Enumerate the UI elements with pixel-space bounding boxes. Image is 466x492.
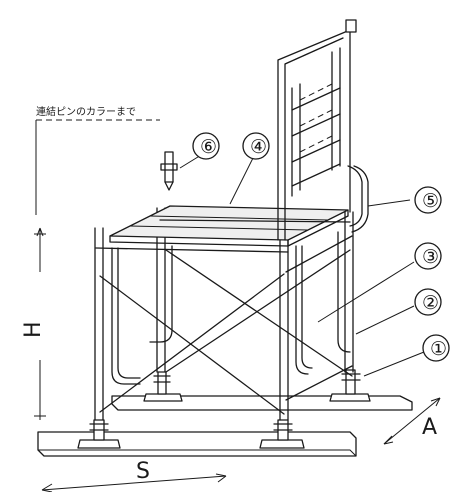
callout-6: ⑥ [192, 132, 220, 160]
svg-text:⑥: ⑥ [200, 136, 217, 158]
jack-back-left [143, 371, 183, 402]
svg-text:⑤: ⑤ [422, 190, 439, 212]
leader-lines [179, 151, 425, 377]
span-label: S [136, 459, 150, 484]
dimension-height: H [21, 227, 46, 420]
svg-text:①: ① [430, 338, 447, 360]
callout-4: ④ [242, 132, 270, 160]
base-jacks [77, 369, 371, 449]
svg-text:②: ② [422, 292, 439, 314]
connection-pin [160, 151, 178, 191]
width-label: A [422, 415, 437, 440]
jack-front-left [77, 419, 121, 449]
collar-note: 連結ピンのカラーまで [35, 105, 160, 215]
cross-braces [99, 235, 353, 415]
frame-posts [94, 207, 354, 421]
callout-5: ⑤ [414, 186, 442, 214]
height-label: H [21, 321, 46, 338]
note-text: 連結ピンのカラーまで [36, 105, 136, 118]
jack-back-right [329, 369, 371, 402]
work-platform [95, 205, 351, 253]
handrail-frame [277, 19, 369, 241]
svg-text:③: ③ [422, 246, 439, 268]
dimension-span: S [41, 459, 227, 492]
dimension-width: A [383, 397, 441, 445]
callout-2: ② [414, 288, 442, 316]
callout-1: ① [422, 334, 450, 362]
callout-3: ③ [414, 242, 442, 270]
jack-front-right [259, 419, 305, 449]
svg-text:④: ④ [250, 136, 267, 158]
